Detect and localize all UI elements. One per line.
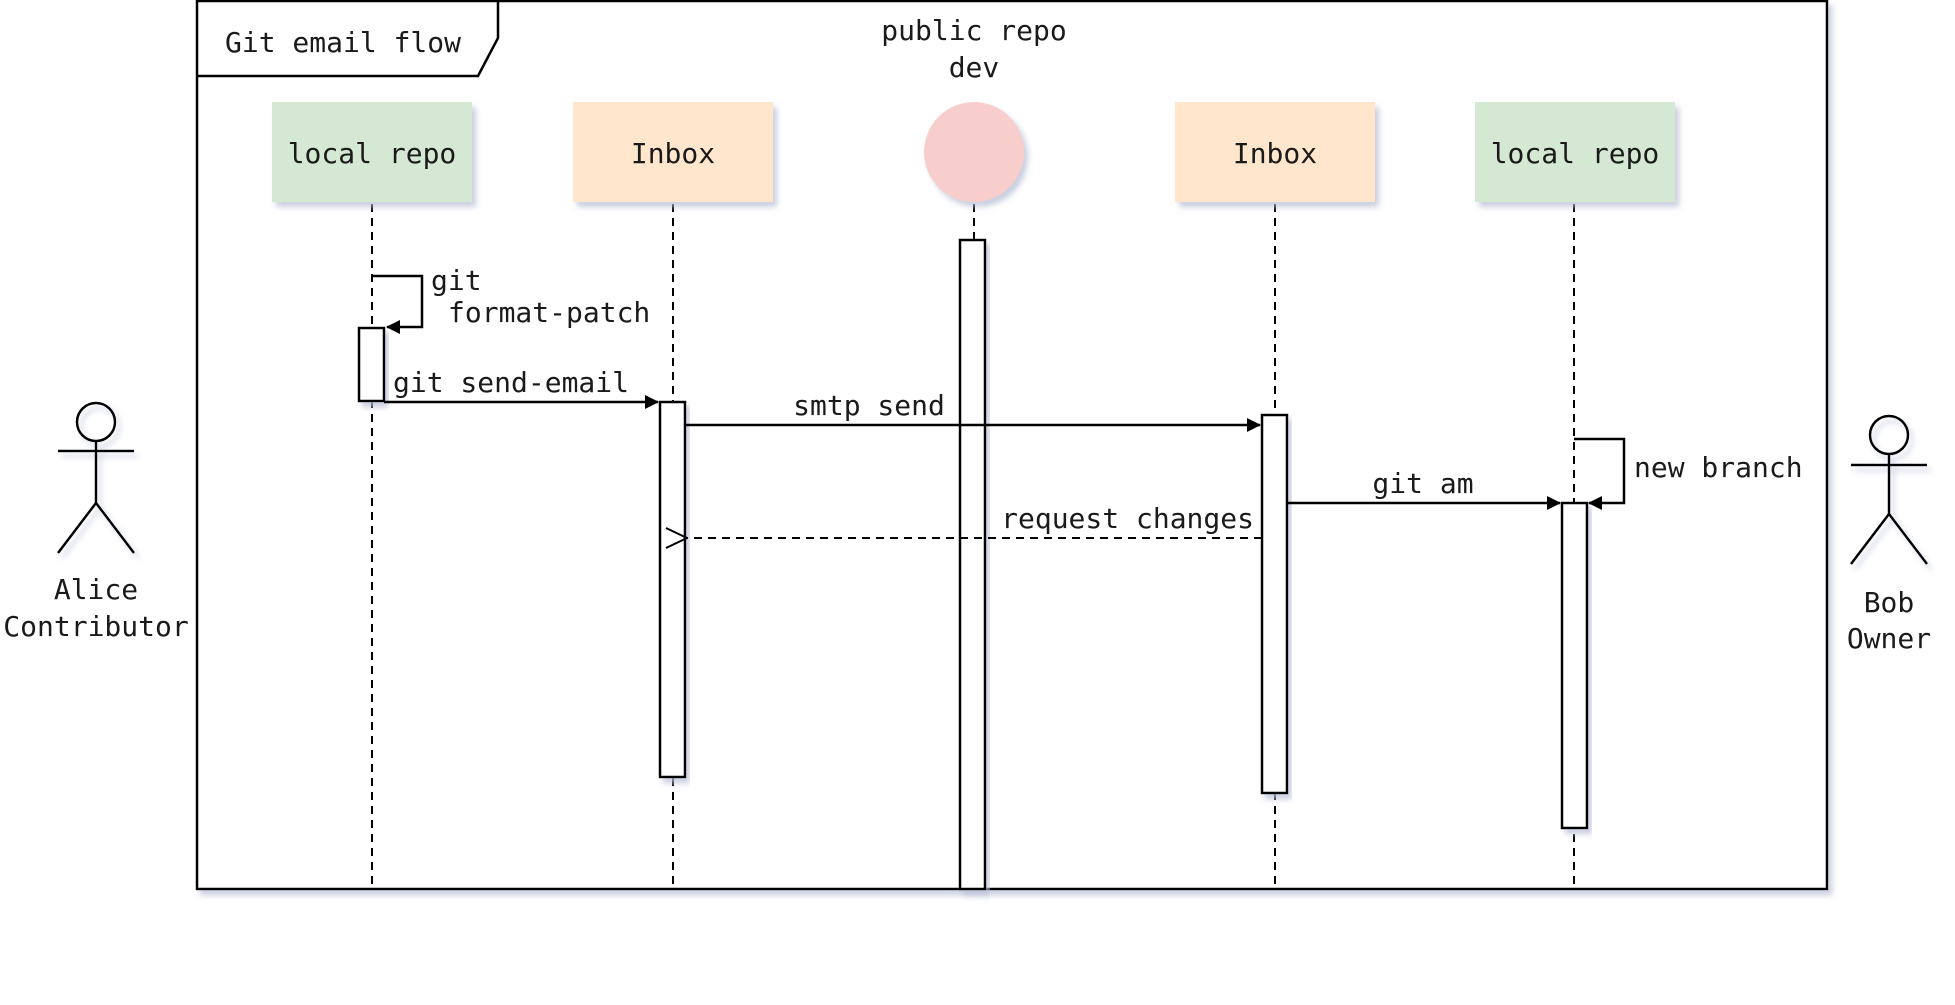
participant-public-repo: public repo dev [881, 14, 1067, 202]
participant-alice-inbox: Inbox [573, 102, 773, 202]
message-smtp-send: smtp send [685, 389, 1261, 432]
actor-bob: Bob Owner [1847, 414, 1931, 655]
participant-box [1175, 102, 1375, 202]
message-new-branch: new branch [1574, 437, 1803, 510]
participant-circle [924, 102, 1024, 202]
message-label: request changes [1001, 502, 1254, 535]
actor-role: Owner [1847, 622, 1931, 655]
frame-title-tab [197, 1, 500, 78]
participant-box [272, 102, 472, 202]
stick-figure-icon [1850, 414, 1928, 565]
message-label: smtp send [793, 389, 945, 422]
participant-bob-local-repo: local repo [1475, 102, 1675, 202]
participant-label: local repo [1491, 137, 1660, 170]
message-label: new branch [1634, 451, 1803, 484]
message-label-line1: git [431, 264, 482, 297]
message-label: git send-email [393, 366, 629, 399]
activation-public-repo [958, 238, 987, 891]
activation-bob-local-repo [1560, 501, 1589, 830]
participant-label-line1: public repo [881, 14, 1066, 47]
participant-box [573, 102, 773, 202]
activations [357, 238, 1589, 891]
participant-bob-inbox: Inbox [1175, 102, 1375, 202]
message-label-line2: format-patch [448, 296, 650, 329]
message-label: git am [1372, 467, 1473, 500]
participant-label: Inbox [631, 137, 715, 170]
participant-label: local repo [288, 137, 457, 170]
participant-box [1475, 102, 1675, 202]
self-arrow [372, 274, 424, 334]
actor-role: Contributor [3, 610, 188, 643]
participant-alice-local-repo: local repo [272, 102, 472, 202]
actor-name: Bob [1864, 586, 1915, 619]
participant-label: Inbox [1233, 137, 1317, 170]
actor-alice: Alice Contributor [3, 401, 189, 643]
activation-alice-local-repo [357, 326, 386, 403]
actor-name: Alice [54, 573, 138, 606]
frame-title: Git email flow [225, 26, 461, 59]
activation-bob-inbox [1260, 413, 1289, 795]
activation-alice-inbox [658, 400, 687, 779]
message-format-patch: git format-patch [372, 264, 650, 334]
participant-label-line2: dev [949, 51, 1000, 84]
message-git-send-email: git send-email [384, 366, 659, 409]
message-request-changes: request changes [687, 502, 1262, 538]
self-arrow [1574, 437, 1626, 510]
stick-figure-icon [57, 401, 135, 554]
message-git-am: git am [1287, 467, 1561, 510]
